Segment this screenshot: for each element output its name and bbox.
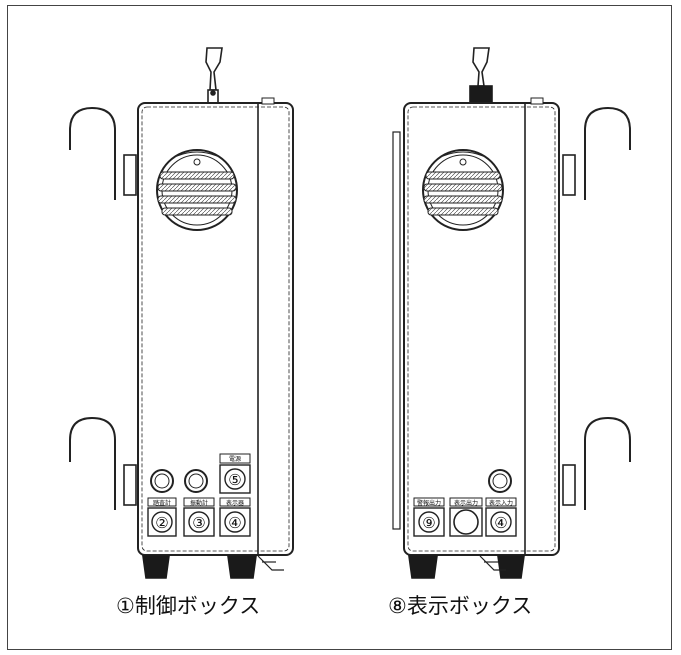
left-foot-2: [227, 555, 257, 579]
right-caption: ⑧表示ボックス: [388, 594, 533, 618]
right-label-alarm-out: 警報出力: [417, 499, 441, 507]
right-hook-bottom: [584, 416, 631, 510]
left-label-gauge: 踏査計: [153, 499, 171, 507]
left-connector-num-3: ③: [192, 514, 205, 532]
right-speaker-grill: [422, 149, 504, 231]
left-label-vibration: 振動計: [190, 499, 208, 507]
display-box: [392, 47, 631, 579]
left-speaker-grill: [156, 149, 238, 231]
left-caption: ①制御ボックス: [116, 594, 261, 618]
left-hook-bottom: [69, 416, 116, 510]
left-antenna: [205, 47, 223, 105]
left-hook-top: [69, 106, 116, 200]
left-label-display: 表示器: [226, 499, 244, 507]
right-round-connector: [488, 469, 512, 493]
right-hook-top: [584, 106, 631, 200]
left-round-connector-2: [184, 469, 208, 493]
left-round-connector-1: [150, 469, 174, 493]
left-connector-num-4: ④: [228, 514, 241, 532]
right-display-out-connector: [453, 509, 479, 535]
right-hook-bottom-bracket: [562, 464, 576, 506]
right-antenna: [469, 47, 493, 105]
left-connector-num-2: ②: [155, 514, 168, 532]
left-connector-num-5: ⑤: [228, 471, 241, 489]
right-label-display-in: 表示入力: [489, 499, 513, 507]
right-hook-top-bracket: [562, 154, 576, 196]
control-box: [69, 47, 294, 579]
left-power-plate: [219, 453, 251, 464]
right-side-rail: [392, 131, 401, 530]
right-connector-num-4: ④: [494, 514, 507, 532]
left-hook-top-bracket: [123, 154, 137, 196]
right-connector-num-9: ⑨: [422, 514, 435, 532]
right-foot-2: [497, 555, 525, 579]
left-label-power: 電源: [229, 455, 241, 463]
left-foot-1: [142, 555, 170, 579]
right-label-display-out: 表示出力: [454, 499, 478, 507]
figure-frame: [7, 5, 672, 650]
left-hook-bottom-bracket: [123, 464, 137, 506]
right-foot-1: [408, 555, 438, 579]
